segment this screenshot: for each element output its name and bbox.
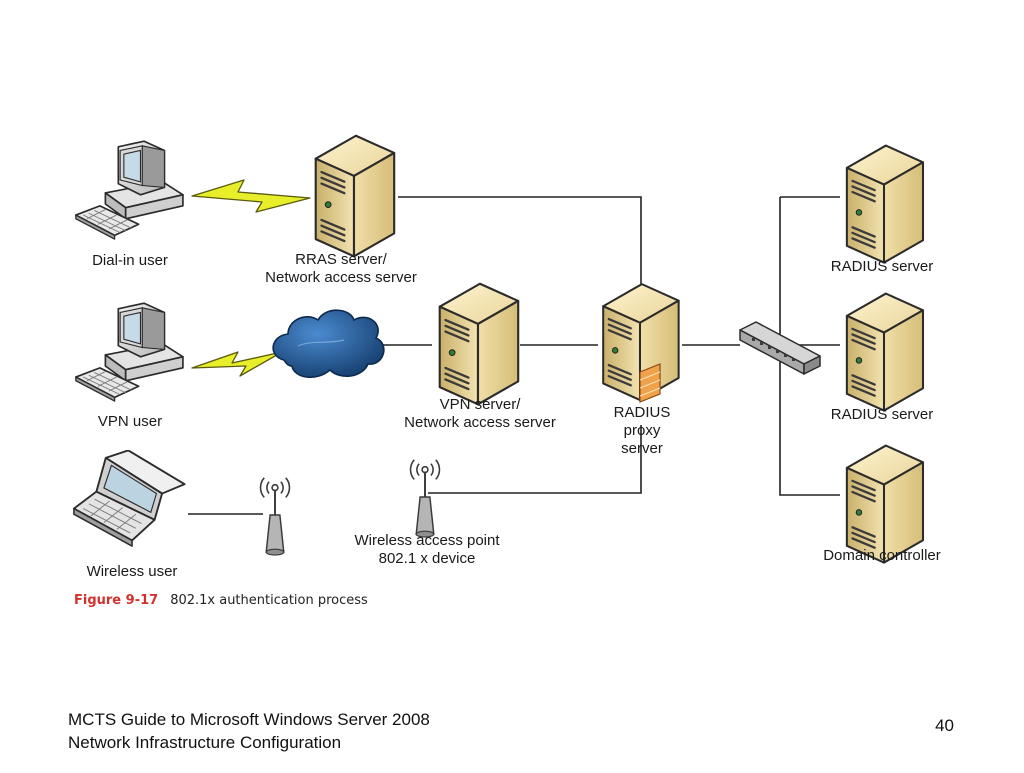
radius-server-1-label: RADIUS server (830, 258, 934, 275)
backbone-link (779, 197, 840, 496)
lightning-bolt-icon (191, 179, 311, 213)
vpn-server-icon (438, 282, 520, 406)
vpn-server-label: VPN server/ Network access server (404, 396, 556, 431)
page-number: 40 (935, 716, 954, 735)
firewall-icon (639, 363, 661, 403)
dial-in-user-label: Dial-in user (92, 252, 168, 269)
rras-server-label: RRAS server/ Network access server (265, 251, 417, 286)
footer-line-1: MCTS Guide to Microsoft Windows Server 2… (68, 710, 430, 729)
rras-server-icon (314, 134, 396, 258)
rras-to-proxy-link (398, 196, 642, 285)
wireless-ap-label: Wireless access point 802.1 x device (354, 532, 500, 567)
figure-caption: Figure 9-17 802.1x authentication process (74, 593, 368, 608)
proxy-to-ap-link (428, 425, 642, 494)
dial-in-desktop-icon (74, 140, 184, 240)
radius-server-2-label: RADIUS server (830, 406, 934, 423)
access-point-icon (259, 476, 291, 557)
wireless-user-label: Wireless user (86, 563, 178, 580)
figure-number: Figure 9-17 (74, 593, 159, 608)
connection-lines (188, 196, 840, 515)
vpn-user-label: VPN user (97, 413, 163, 430)
domain-controller-label: Domain controller (823, 547, 941, 564)
laptop-icon (72, 450, 186, 548)
radius-proxy-label: RADIUS proxy server (613, 404, 671, 457)
radius-server-icon (845, 292, 925, 412)
domain-controller-server-icon (845, 444, 925, 564)
footer-line-2: Network Infrastructure Configuration (68, 733, 342, 752)
lightning-bolt-icon (191, 351, 283, 377)
internet-cloud-icon (272, 309, 385, 378)
vpn-desktop-icon (74, 302, 184, 402)
network-switch-icon (739, 321, 821, 375)
radius-server-icon (845, 144, 925, 264)
slide-footer: MCTS Guide to Microsoft Windows Server 2… (68, 708, 430, 754)
figure-caption-text: 802.1x authentication process (170, 593, 368, 608)
access-point-icon (409, 458, 441, 539)
